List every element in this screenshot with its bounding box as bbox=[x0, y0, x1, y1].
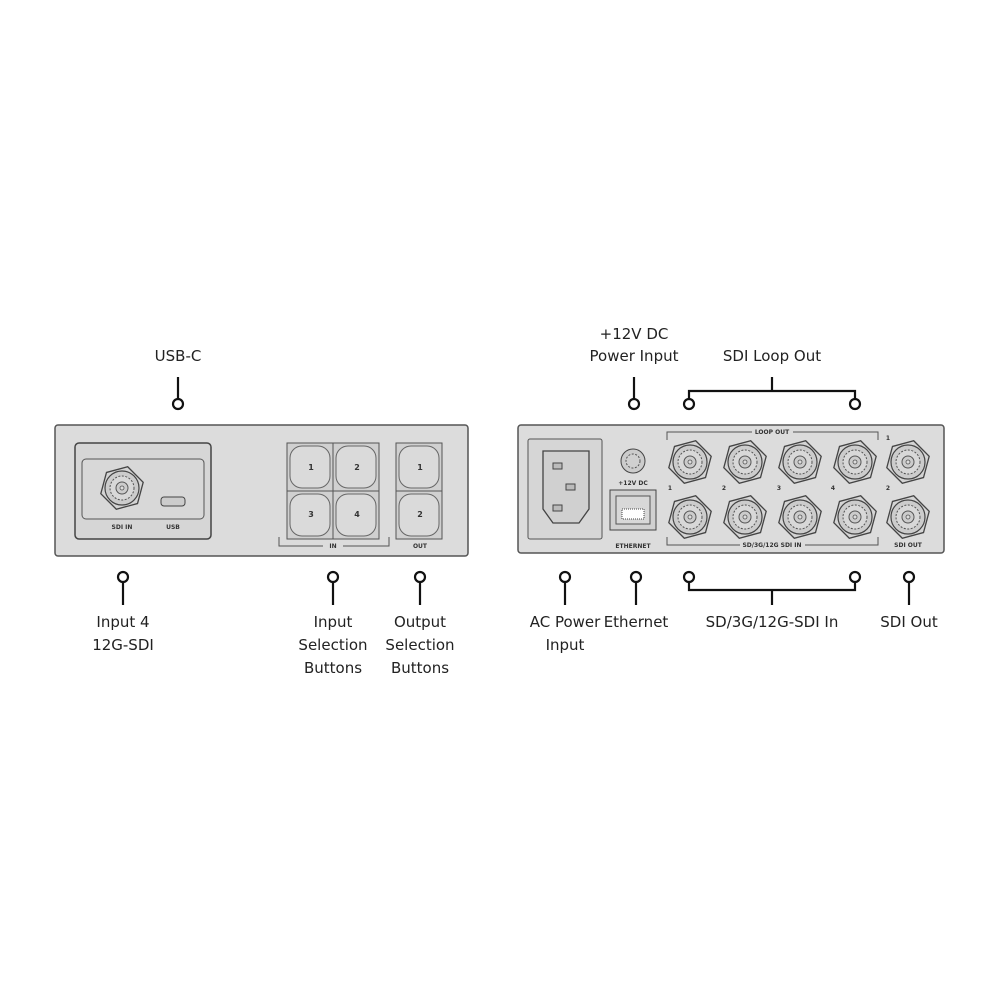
callout-dc-power: Power Input bbox=[590, 347, 679, 365]
output-number: 2 bbox=[886, 485, 890, 492]
callout-sdi-in: SD/3G/12G-SDI In bbox=[706, 613, 839, 631]
loop-out-leader-dot bbox=[848, 397, 862, 411]
loop-out-label: LOOP OUT bbox=[755, 429, 790, 436]
callout-dc-power: +12V DC bbox=[600, 325, 669, 343]
callout-ethernet: Ethernet bbox=[604, 613, 669, 631]
callout-input4: 12G-SDI bbox=[92, 636, 154, 654]
sdi-in-leader-dot bbox=[682, 570, 696, 584]
callout-sdi-out: SDI Out bbox=[880, 613, 938, 631]
usb-label: USB bbox=[166, 524, 180, 531]
ethernet-leader-dot bbox=[629, 570, 643, 584]
input-button-label: 1 bbox=[308, 463, 314, 472]
sdi-in-label: SDI IN bbox=[112, 524, 133, 531]
input-number: 3 bbox=[777, 485, 781, 492]
sdi-in-leader-dot bbox=[848, 570, 862, 584]
callout-loop-out: SDI Loop Out bbox=[723, 347, 821, 365]
sdi-out-label: SDI OUT bbox=[894, 542, 923, 549]
callout-input-selection: Buttons bbox=[304, 659, 362, 677]
output-selection-leader-dot bbox=[413, 570, 427, 584]
usb-c-port bbox=[160, 496, 186, 507]
input4-leader-dot bbox=[116, 570, 130, 584]
sdi-out-leader-dot bbox=[902, 570, 916, 584]
output-selection-buttons: 1 2 OUT bbox=[395, 442, 443, 550]
out-label: OUT bbox=[413, 543, 428, 550]
callout-ac-power: Input bbox=[546, 636, 585, 654]
output-button-label: 2 bbox=[417, 510, 423, 519]
output-button-label: 1 bbox=[417, 463, 423, 472]
input-button-label: 3 bbox=[308, 510, 314, 519]
input-number: 1 bbox=[668, 485, 672, 492]
sdi-in-label: SD/3G/12G SDI IN bbox=[742, 542, 801, 549]
callout-output-selection: Buttons bbox=[391, 659, 449, 677]
input-button-label: 4 bbox=[354, 510, 360, 519]
callout-output-selection: Selection bbox=[385, 636, 454, 654]
ethernet-label: ETHERNET bbox=[615, 543, 651, 550]
sdi-in-bracket bbox=[687, 582, 857, 592]
callout-output-selection: Output bbox=[394, 613, 446, 631]
input-number: 4 bbox=[831, 485, 835, 492]
front-panel: SDI IN USB 1 2 3 4 IN 1 2 OUT bbox=[54, 424, 469, 557]
callout-input-selection: Selection bbox=[298, 636, 367, 654]
rear-panel: +12V DC ETHERNET LOOP OUT SD/3G/12G SDI … bbox=[517, 424, 945, 554]
input-selection-leader-dot bbox=[326, 570, 340, 584]
usb-c-leader-dot bbox=[171, 397, 185, 411]
ac-power-leader-dot bbox=[558, 570, 572, 584]
loop-out-leader-dot bbox=[682, 397, 696, 411]
input-button-label: 2 bbox=[354, 463, 360, 472]
callout-ac-power: AC Power bbox=[530, 613, 601, 631]
callout-labels: USB-C Input 4 12G-SDI Input Selection Bu… bbox=[92, 325, 938, 677]
loop-out-bracket bbox=[687, 389, 857, 399]
input-selection-buttons: 1 2 3 4 IN bbox=[278, 442, 390, 550]
callout-input-selection: Input bbox=[314, 613, 353, 631]
callout-input4: Input 4 bbox=[96, 613, 149, 631]
dc-power-leader-dot bbox=[627, 397, 641, 411]
callout-usb-c: USB-C bbox=[155, 347, 202, 365]
input-number: 2 bbox=[722, 485, 726, 492]
dc-label: +12V DC bbox=[618, 480, 648, 487]
output-number: 1 bbox=[886, 435, 890, 442]
in-label: IN bbox=[329, 543, 336, 550]
callout-leaders bbox=[116, 377, 916, 605]
